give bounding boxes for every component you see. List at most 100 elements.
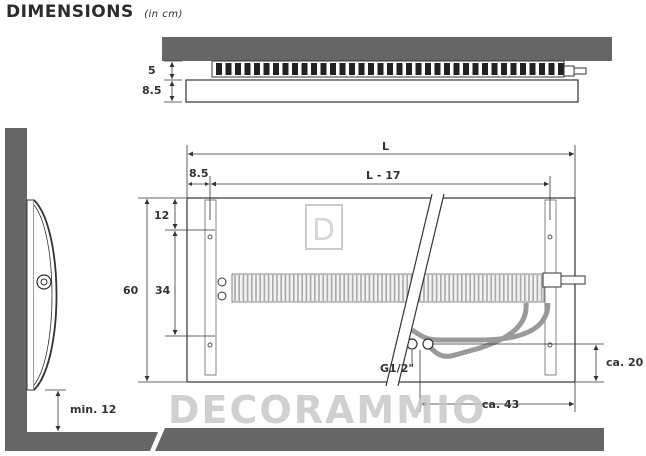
bracket-left	[204, 199, 217, 376]
arrow-head	[169, 62, 175, 67]
top-view-grille	[216, 63, 564, 75]
side-view-valve-icon	[36, 274, 52, 290]
grille-slot	[453, 63, 460, 75]
arrow-head	[172, 199, 178, 204]
side-view: min. 12	[5, 128, 158, 451]
grille-slot	[539, 63, 545, 75]
floor-wall	[155, 428, 604, 451]
grille-slot	[558, 63, 564, 75]
bracket-hole	[547, 234, 553, 240]
front-view: D L L - 17 8.5 60	[123, 140, 644, 412]
arrow-head	[172, 231, 178, 236]
grille-slot	[263, 63, 270, 75]
grille-slot	[396, 63, 403, 75]
length-label: L	[382, 140, 389, 153]
grille-slot	[387, 63, 393, 75]
grille-slot	[349, 63, 355, 75]
break-mark-line	[397, 193, 445, 387]
grille-slot	[472, 63, 479, 75]
break-mark-line	[385, 193, 433, 387]
side-view-panel-inner	[33, 204, 53, 386]
grille-slot	[282, 63, 289, 75]
grille-slot	[235, 63, 241, 75]
bracket-hole	[207, 234, 213, 240]
side-view-bracket	[26, 199, 35, 391]
top-dim-a-label: 5	[148, 64, 156, 77]
grille-slot	[301, 63, 308, 75]
offset-label: 8.5	[189, 167, 209, 180]
arrow-head	[569, 401, 574, 407]
side-clearance-label: min. 12	[70, 403, 116, 416]
watermark-logo: DECORAMMIO	[168, 388, 486, 432]
grille-slot	[491, 63, 498, 75]
arrow-head	[421, 401, 426, 407]
grille-slot	[529, 63, 536, 75]
top-dim-b-label: 8.5	[142, 84, 162, 97]
top-view: 5 8.5	[142, 37, 612, 103]
grille-slot	[463, 63, 469, 75]
arrow-head	[169, 96, 175, 101]
arrow-head	[188, 182, 192, 186]
valve-body	[542, 272, 562, 288]
supply-pipe	[410, 302, 551, 343]
height-label: 60	[123, 284, 139, 297]
grille-slot	[510, 63, 517, 75]
grille-slot	[273, 63, 279, 75]
arrow-head	[55, 391, 61, 396]
arrow-head	[144, 199, 150, 204]
grille-slot	[254, 63, 260, 75]
inner-length-label: L - 17	[366, 169, 401, 182]
arrow-head	[593, 345, 599, 350]
arrow-head	[55, 426, 61, 431]
grille-slot	[216, 63, 222, 75]
grille-slot	[339, 63, 346, 75]
arrow-head	[169, 74, 175, 79]
grille-slot	[548, 63, 555, 75]
break-mark-gap	[386, 194, 444, 386]
grille-slot	[415, 63, 422, 75]
page-title: DIMENSIONS (in cm)	[6, 2, 183, 22]
distance-b-label: ca. 20	[606, 356, 644, 369]
top-view-cover	[185, 79, 579, 103]
arrow-head	[205, 182, 209, 186]
grille-slot	[244, 63, 251, 75]
grille-slot	[425, 63, 431, 75]
arrow-head	[544, 181, 549, 187]
grille-slot	[320, 63, 327, 75]
grille-slot	[377, 63, 384, 75]
arrow-head	[144, 376, 150, 381]
grille-slot	[501, 63, 507, 75]
arrow-head	[593, 376, 599, 381]
heat-exchanger	[231, 273, 545, 303]
arrow-head	[569, 151, 574, 157]
distance-a-label: ca. 43	[482, 398, 519, 411]
return-pipe	[426, 302, 529, 359]
top-view-wall	[162, 37, 612, 61]
left-fitting	[217, 291, 227, 301]
bracket-hole	[207, 342, 213, 348]
arrow-head	[172, 330, 178, 335]
bracket-hole	[547, 342, 553, 348]
grille-slot	[225, 63, 232, 75]
faint-logo-letter: D	[312, 213, 335, 248]
arrow-head	[169, 81, 175, 86]
title-unit: (in cm)	[144, 9, 183, 20]
side-view-valve-core	[40, 278, 48, 286]
side-view-panel	[33, 199, 58, 391]
arrow-head	[188, 151, 193, 157]
title-main: DIMENSIONS	[6, 2, 134, 22]
connection-label: G1/2"	[380, 362, 414, 375]
valve-stem	[560, 275, 586, 285]
grille-slot	[292, 63, 298, 75]
faint-logo-mark	[305, 204, 343, 250]
arrow-head	[211, 181, 216, 187]
left-fitting	[217, 277, 227, 287]
grille-slot	[330, 63, 336, 75]
grille-slot	[358, 63, 365, 75]
grille-slot	[434, 63, 441, 75]
arrow-head	[172, 224, 178, 229]
upper-label: 12	[154, 209, 169, 222]
grille-slot	[444, 63, 450, 75]
